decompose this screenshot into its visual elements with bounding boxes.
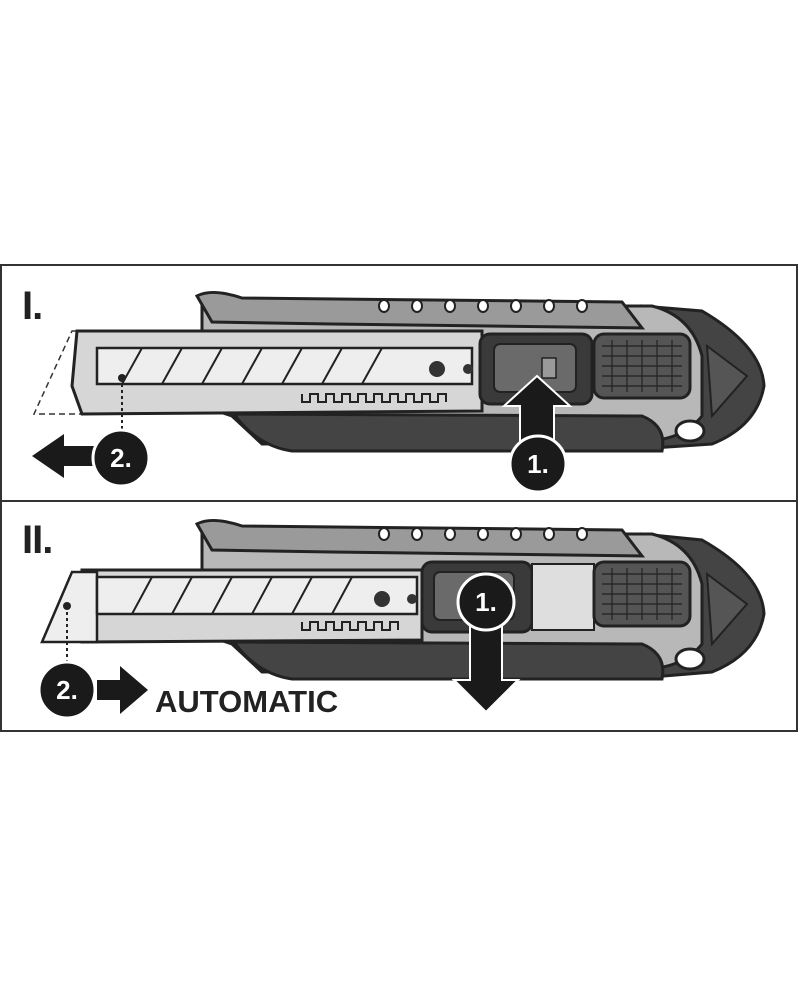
blade-hole xyxy=(429,361,445,377)
instruction-frame: I. xyxy=(0,264,798,732)
automatic-label: AUTOMATIC xyxy=(155,684,338,719)
blade xyxy=(95,346,474,386)
cutter-illustration: 2. 1. xyxy=(32,291,766,494)
blade-ghost-outline xyxy=(32,330,98,415)
arrow-down-icon xyxy=(451,619,521,714)
step-1-label: 1. xyxy=(527,449,549,479)
panel-numeral: I. xyxy=(22,284,43,328)
step-2-label: 2. xyxy=(56,675,78,705)
hang-hole xyxy=(674,647,706,671)
panel-numeral: II. xyxy=(22,518,53,562)
rail-notches xyxy=(378,299,588,313)
diamond-grip xyxy=(705,343,749,419)
step-1-label: 1. xyxy=(475,587,497,617)
arrow-right-icon xyxy=(97,666,148,714)
lower-grip xyxy=(231,640,665,681)
rack-teeth xyxy=(301,621,399,631)
step-2-marker xyxy=(91,428,151,488)
panel-divider xyxy=(2,500,796,502)
panel-step-one: I. xyxy=(2,266,796,500)
lock-texture xyxy=(602,340,682,392)
panel-step-two: II. xyxy=(2,502,796,732)
hang-hole xyxy=(674,419,706,443)
cutter-illustration: 2. AUTOMATIC 1. xyxy=(37,519,766,720)
step-1-marker xyxy=(456,572,516,632)
step-2-marker xyxy=(37,660,97,720)
arrow-left-icon xyxy=(32,434,102,478)
exposed-slot xyxy=(531,563,595,631)
lower-grip xyxy=(231,412,665,453)
rack-teeth xyxy=(301,393,447,403)
step-1-marker xyxy=(508,434,568,494)
blade xyxy=(95,575,419,616)
step-2-label: 2. xyxy=(110,443,132,473)
